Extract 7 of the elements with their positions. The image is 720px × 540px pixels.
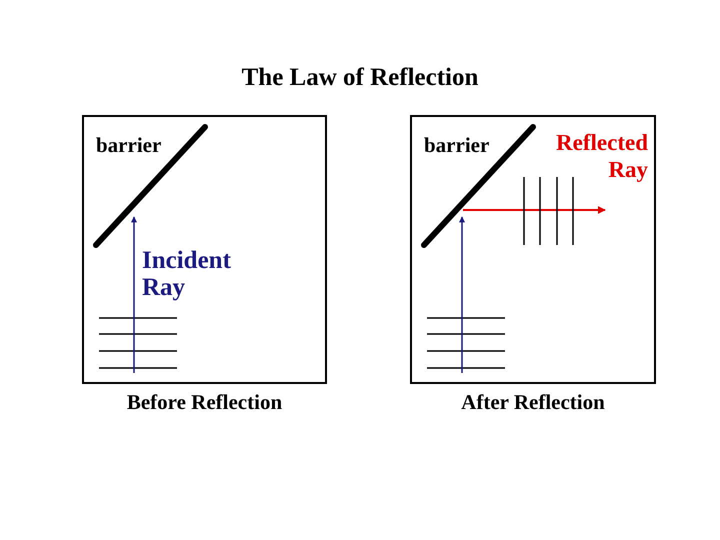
diagram-title: The Law of Reflection: [240, 64, 480, 92]
ray-label: Incident Ray: [142, 247, 232, 301]
ray-label: Reflected Ray: [555, 129, 648, 183]
barrier-label: barrier: [424, 132, 490, 159]
panel-caption: Before Reflection: [126, 390, 284, 415]
panel-caption: After Reflection: [460, 390, 606, 415]
barrier-label: barrier: [96, 132, 162, 159]
